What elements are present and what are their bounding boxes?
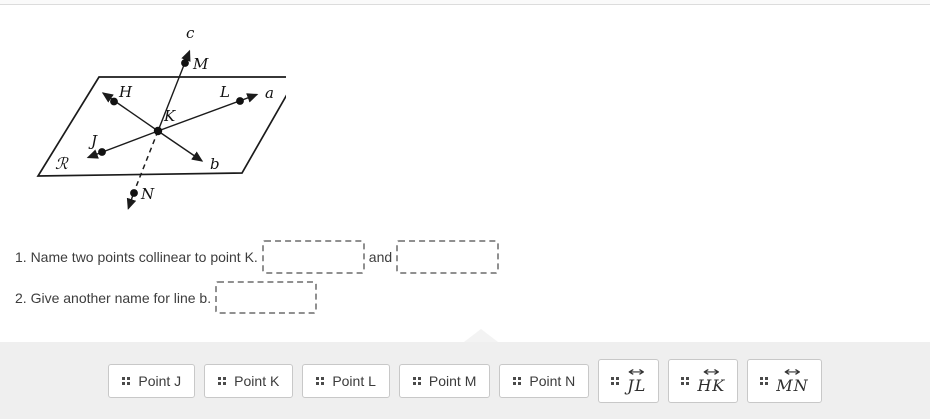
chip-line-mn[interactable]: ↔ MN <box>747 358 822 403</box>
point-dot-M <box>181 59 189 67</box>
chip-label: Point N <box>529 372 576 389</box>
drag-handle-icon <box>513 376 522 385</box>
point-dot-K <box>153 126 163 136</box>
point-dot-L <box>236 97 244 105</box>
label-line-b: b <box>210 155 220 173</box>
chip-label: Point K <box>234 372 280 389</box>
chip-line-jl[interactable]: ↔ JL <box>598 358 660 403</box>
label-point-J: J <box>88 132 98 150</box>
label-point-M: M <box>192 55 209 73</box>
tray-notch <box>464 329 498 342</box>
dropzone-q1-first[interactable] <box>261 239 365 274</box>
label-point-L: L <box>219 83 230 101</box>
dropzone-q2[interactable] <box>215 281 318 314</box>
chip-point-n[interactable]: Point N <box>499 363 590 398</box>
point-dot-H <box>110 97 118 106</box>
line-name-notation: ↔ JL <box>627 364 647 395</box>
question-1-text: 1. Name two points collinear to point K. <box>15 248 258 265</box>
chip-label: Point J <box>138 372 182 389</box>
chip-point-j[interactable]: Point J <box>108 363 196 398</box>
line-c-dashed-segment <box>133 130 159 193</box>
drag-handle-icon <box>611 376 620 385</box>
chip-point-l[interactable]: Point L <box>302 363 390 398</box>
chip-label: Point L <box>332 372 376 389</box>
chip-label: HK <box>697 375 726 395</box>
question-2-row: 2. Give another name for line b. <box>15 280 318 315</box>
geometry-diagram: c M H L a K J b ℛ N <box>36 24 286 210</box>
label-plane-R: ℛ <box>55 154 69 173</box>
double-arrow-icon: ↔ <box>628 364 646 380</box>
answer-tray: Point J Point K Point L Point M Point N … <box>0 342 930 419</box>
double-arrow-icon: ↔ <box>702 364 721 380</box>
double-arrow-icon: ↔ <box>783 364 802 380</box>
point-dot-N <box>130 189 138 197</box>
top-divider <box>0 0 930 5</box>
drag-handle-icon <box>218 376 227 385</box>
chip-label: JL <box>627 375 647 395</box>
label-line-a: a <box>265 84 274 102</box>
line-name-notation: ↔ MN <box>776 364 809 395</box>
chip-label: Point M <box>428 372 477 389</box>
label-line-c: c <box>186 24 195 42</box>
label-point-K: K <box>163 107 176 125</box>
line-b-ray-right <box>157 130 204 162</box>
drag-handle-icon <box>122 376 131 385</box>
chip-point-k[interactable]: Point K <box>204 363 294 398</box>
drag-handle-icon <box>681 376 690 385</box>
label-point-H: H <box>118 83 133 101</box>
question-1-row: 1. Name two points collinear to point K.… <box>15 239 500 274</box>
dropzone-q1-second[interactable] <box>396 239 500 274</box>
chip-label: MN <box>776 375 809 395</box>
plane-outline <box>36 76 286 177</box>
drag-handle-icon <box>760 376 769 385</box>
label-point-N: N <box>140 185 155 203</box>
drag-handle-icon <box>412 376 421 385</box>
chip-point-m[interactable]: Point M <box>398 363 491 398</box>
drag-handle-icon <box>316 376 325 385</box>
question-2-text: 2. Give another name for line b. <box>15 289 212 306</box>
question-1-connector: and <box>368 248 393 265</box>
point-dot-J <box>98 148 106 156</box>
line-name-notation: ↔ HK <box>697 364 726 395</box>
chip-line-hk[interactable]: ↔ HK <box>668 358 739 403</box>
